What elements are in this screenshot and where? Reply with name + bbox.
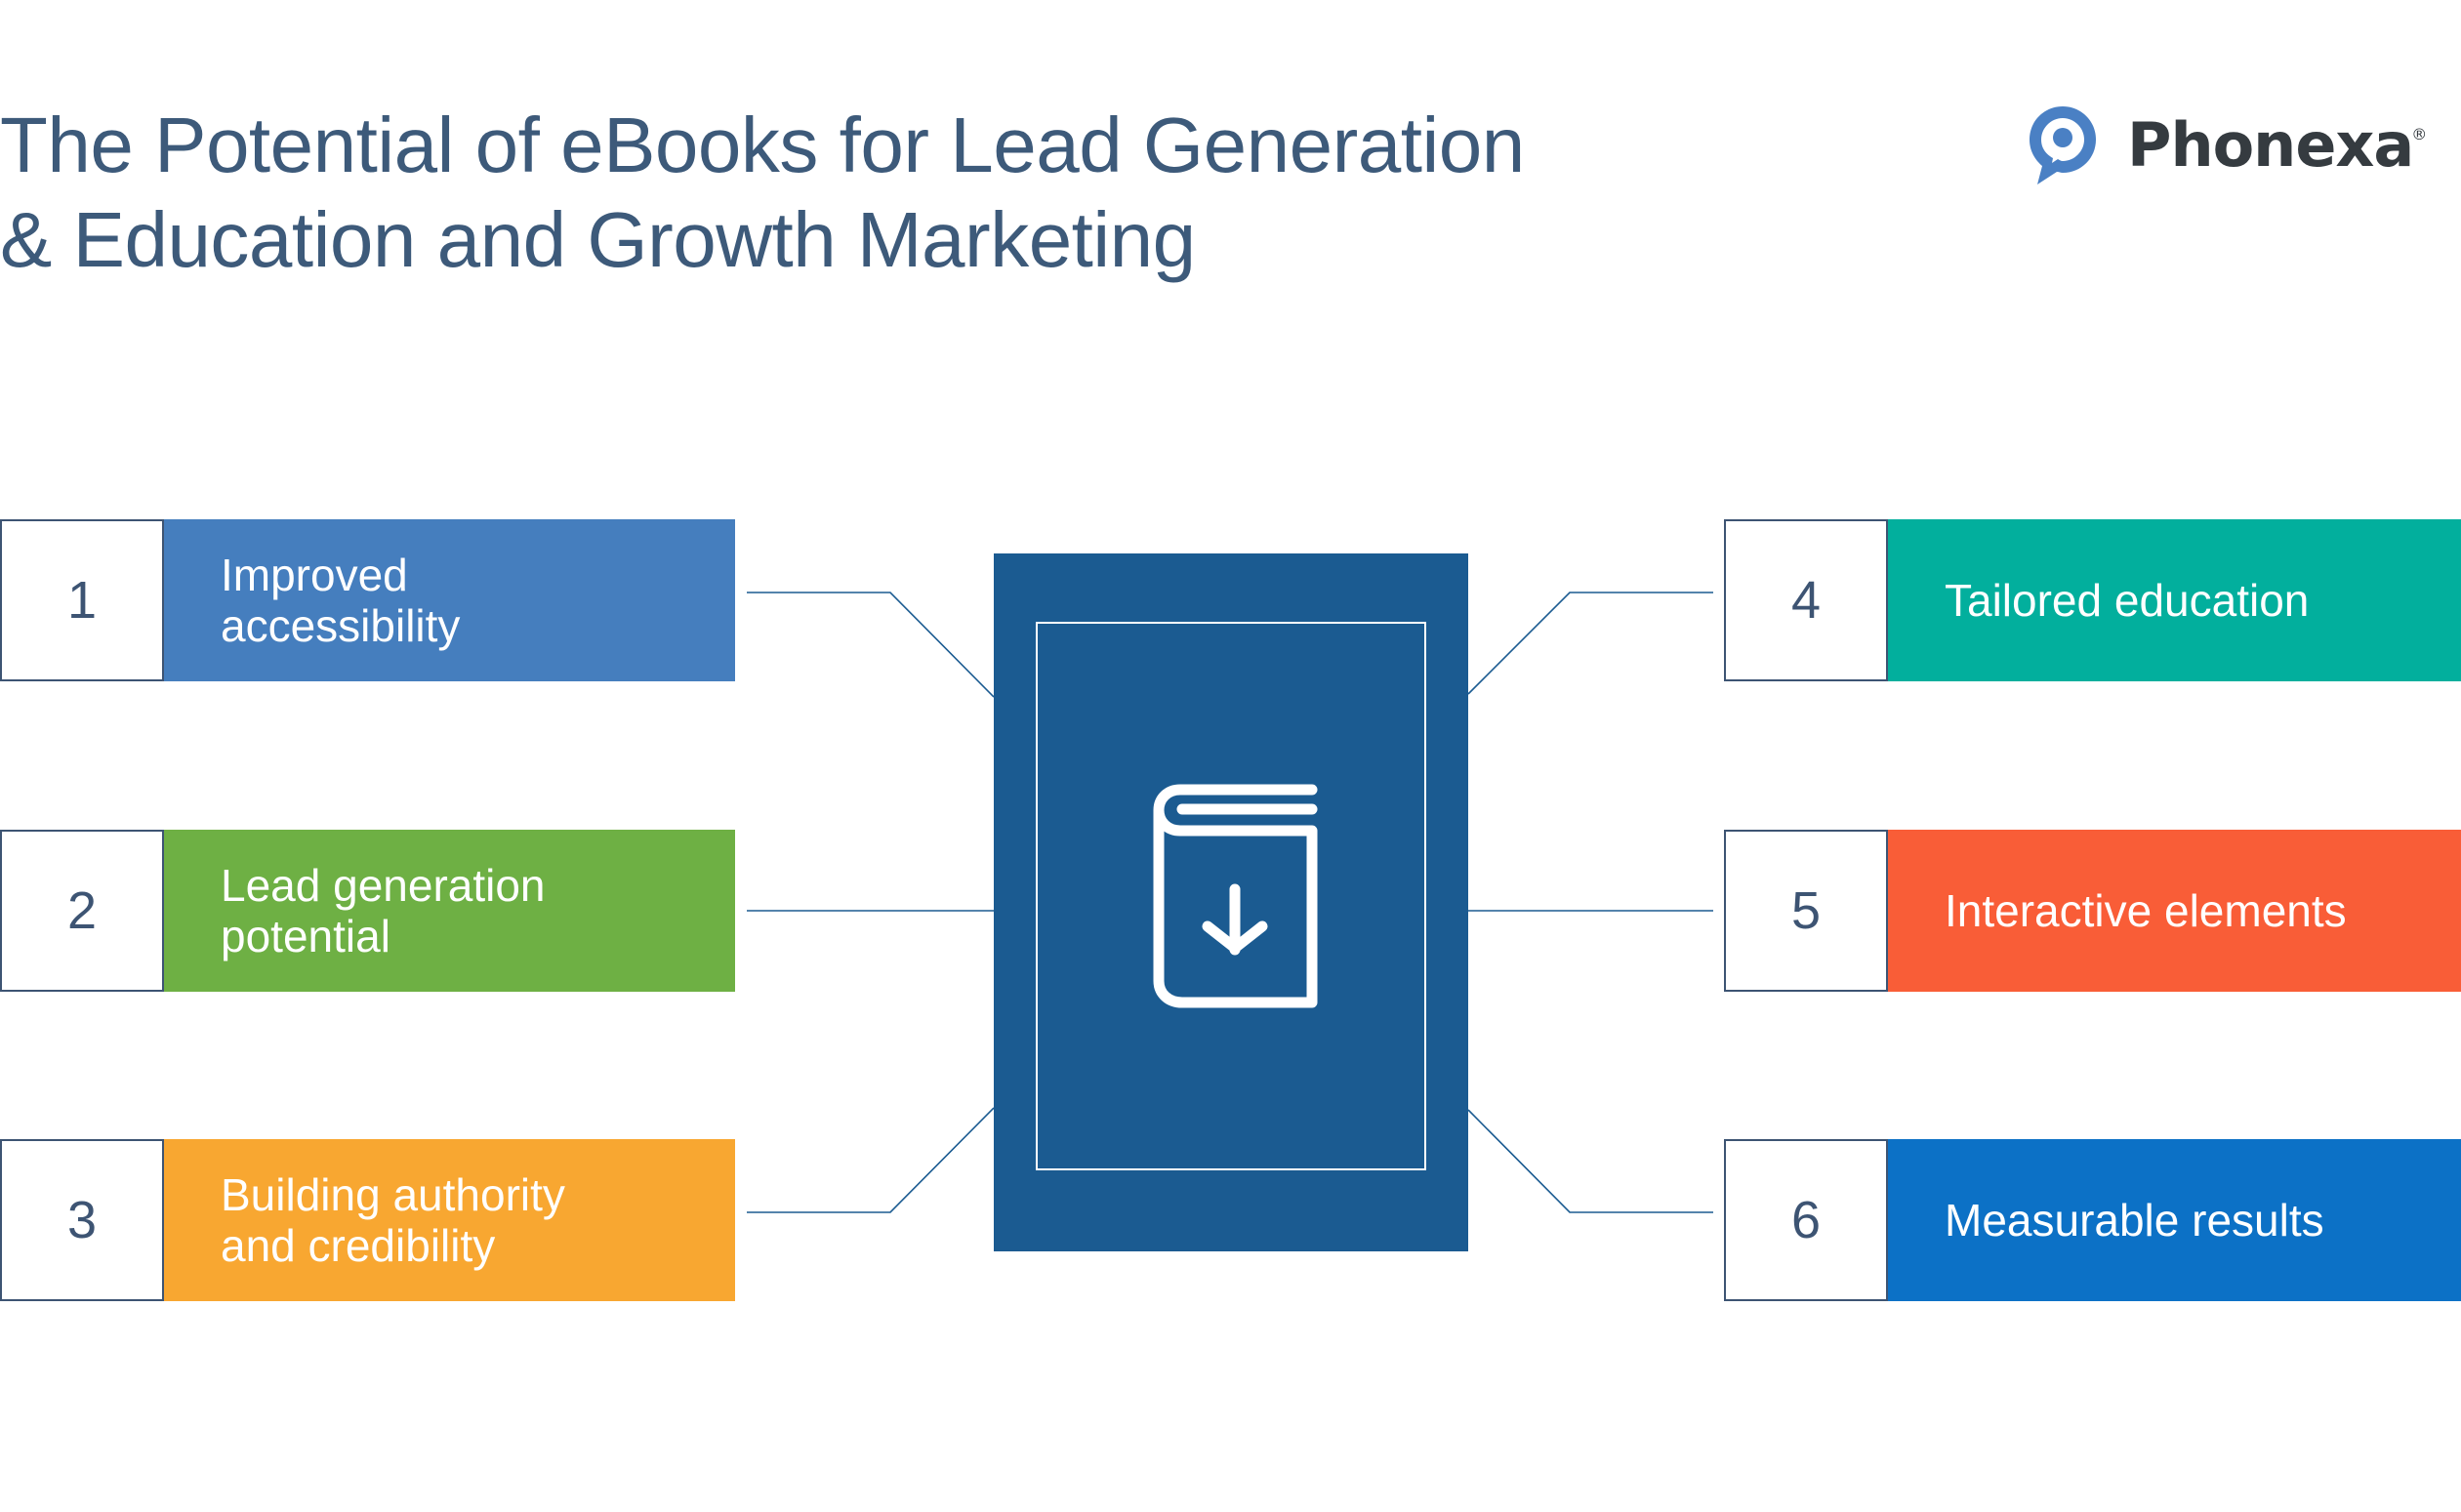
item-label-line-1: Measurable results [1945, 1195, 2324, 1246]
title-line-2: & Education and Growth Marketing [0, 196, 1196, 283]
item-label: Lead generation potential [164, 830, 735, 992]
item-label: Tailored education [1888, 519, 2461, 681]
item-row-2: 2 Lead generation potential [0, 830, 735, 992]
item-row-6: 6 Measurable results [1724, 1139, 2461, 1301]
item-row-1: 1 Improved accessibility [0, 519, 735, 681]
page-title: The Potential of eBooks for Lead Generat… [0, 98, 1525, 287]
connector-6 [1467, 1109, 1713, 1213]
item-label-line-1: Lead generation [221, 860, 546, 911]
item-number: 5 [1724, 830, 1888, 992]
item-number: 4 [1724, 519, 1888, 681]
registered-mark: ® [2411, 125, 2428, 143]
item-label-line-1: Building authority [221, 1169, 565, 1220]
phonexa-logo: Phonexa ® [2026, 102, 2427, 188]
item-label: Measurable results [1888, 1139, 2461, 1301]
title-line-1: The Potential of eBooks for Lead Generat… [0, 102, 1525, 188]
item-label-line-1: Improved [221, 550, 408, 600]
connector-3 [747, 1107, 995, 1213]
panel-inner-frame [1036, 622, 1426, 1170]
item-number: 1 [0, 519, 164, 681]
item-label-line-1: Interactive elements [1945, 885, 2347, 936]
item-label-line-2: and credibility [221, 1220, 496, 1271]
item-label-line-2: accessibility [221, 600, 461, 651]
item-number: 3 [0, 1139, 164, 1301]
speech-bubble-pin-icon [2030, 106, 2096, 184]
connector-1 [747, 592, 995, 698]
item-label: Building authority and credibility [164, 1139, 735, 1301]
book-download-icon [1153, 784, 1318, 1008]
item-number: 2 [0, 830, 164, 992]
ebook-panel [994, 553, 1468, 1251]
item-label: Improved accessibility [164, 519, 735, 681]
connector-4 [1467, 592, 1713, 695]
item-label-line-1: Tailored education [1945, 575, 2310, 626]
logo-text: Phonexa [2127, 109, 2414, 181]
item-label-line-2: potential [221, 911, 390, 961]
item-row-4: 4 Tailored education [1724, 519, 2461, 681]
item-label: Interactive elements [1888, 830, 2461, 992]
item-row-5: 5 Interactive elements [1724, 830, 2461, 992]
item-number: 6 [1724, 1139, 1888, 1301]
item-row-3: 3 Building authority and credibility [0, 1139, 735, 1301]
